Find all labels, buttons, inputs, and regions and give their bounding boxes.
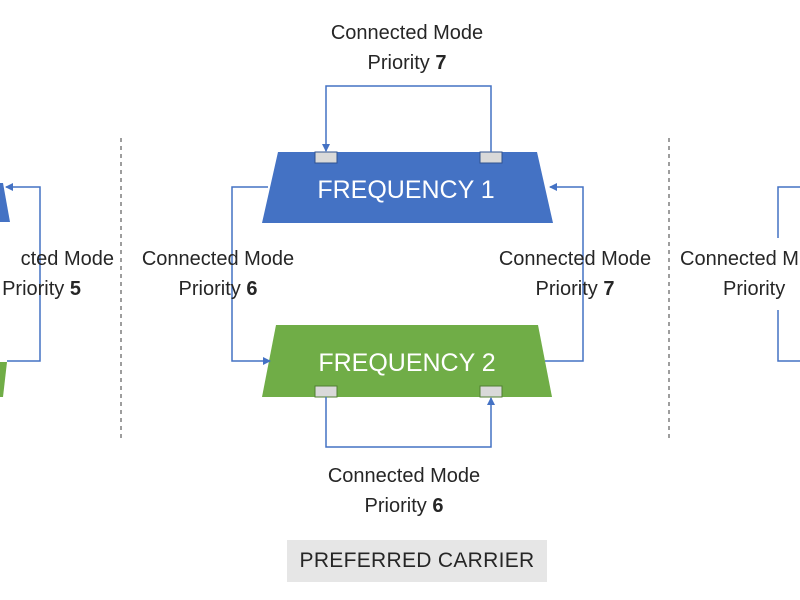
label-bottom-priority: Connected Mode Priority 6 bbox=[327, 465, 481, 517]
label-right-panel-priority: Connected M Priority bbox=[680, 248, 799, 300]
frequency-1-shape bbox=[262, 152, 553, 223]
frequency-1-port-left bbox=[314, 151, 338, 164]
arrow-f1-self-loop bbox=[322, 85, 492, 152]
frequency-2-port-right bbox=[479, 385, 503, 398]
frequency-2-port-left bbox=[314, 385, 338, 398]
label-left-priority: Connected Mode Priority 6 bbox=[141, 248, 295, 300]
right-panel-arrow bbox=[777, 186, 800, 362]
label-top-priority: Connected Mode Priority 7 bbox=[330, 22, 484, 74]
frequency-2-shape bbox=[262, 325, 552, 397]
frequency-1-label: FREQUENCY 1 bbox=[317, 176, 494, 204]
label-left-panel-priority: cted Mode Priority 5 bbox=[2, 248, 114, 300]
frequency-2-label: FREQUENCY 2 bbox=[318, 349, 495, 377]
left-panel-frequency-1-shape bbox=[0, 183, 10, 222]
arrow-f1-to-f2 bbox=[231, 186, 271, 365]
left-panel-frequency-2-shape bbox=[0, 362, 7, 397]
preferred-carrier-label: PREFERRED CARRIER bbox=[287, 540, 547, 582]
arrow-f2-to-f1 bbox=[545, 183, 584, 362]
arrow-f2-self-loop bbox=[325, 397, 495, 448]
frequency-1-port-right bbox=[479, 151, 503, 164]
left-panel-arrow bbox=[5, 183, 41, 362]
label-right-priority: Connected Mode Priority 7 bbox=[498, 248, 652, 300]
